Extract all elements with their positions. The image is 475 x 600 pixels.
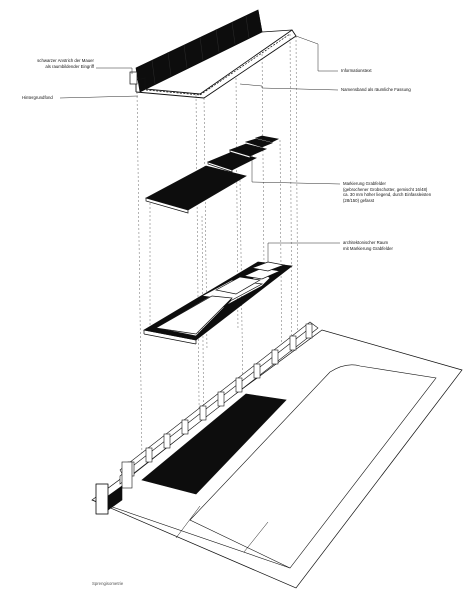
leader-lines	[59, 35, 341, 262]
boundary-wall	[95, 321, 319, 515]
label-grave-marking: Markierung Grabfelder (gebrochener Grobs…	[343, 181, 432, 203]
ground-plate	[91, 329, 463, 589]
top-wall-assembly	[129, 9, 297, 99]
label-info-board: Informationstext	[341, 68, 372, 73]
gate-post-right	[121, 461, 133, 489]
grave-plate-5	[254, 135, 280, 143]
name-band-frame	[135, 29, 297, 99]
figure-caption: Sprengisometrie	[92, 581, 124, 586]
grave-marking-plates	[145, 135, 280, 214]
grave-plate-4	[244, 138, 274, 148]
label-name-band: Namensband als räumliche Fassung	[341, 87, 411, 92]
black-wall-band	[135, 9, 263, 93]
grave-field-ground	[141, 393, 287, 495]
gate-post-left	[95, 483, 109, 515]
label-background-ground: Hintergrundfond	[22, 95, 53, 100]
label-wall-paint: schwarzer Anstrich der Mauer als raumbil…	[37, 58, 94, 69]
architectural-space-frame	[143, 261, 293, 345]
label-architectural-space: architektonischer Raum mit Markierung Gr…	[343, 240, 393, 251]
lawn-field	[189, 364, 437, 569]
